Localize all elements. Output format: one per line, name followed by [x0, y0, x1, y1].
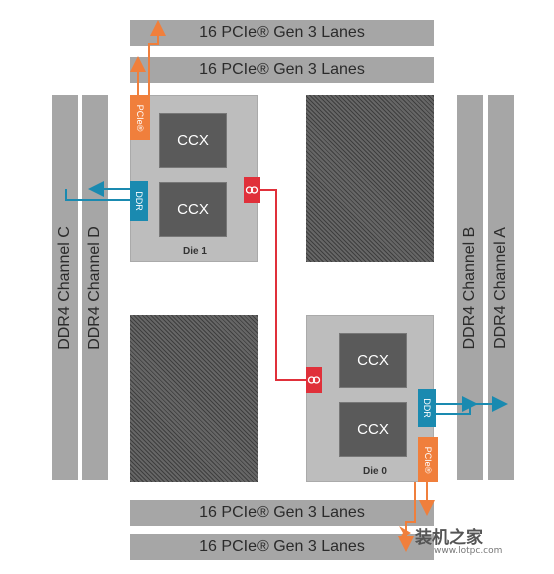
die-1-ddr-line-2	[65, 189, 130, 201]
die-1-label: Die 1	[183, 246, 207, 257]
die-1-ddr-tag: DDR	[130, 181, 148, 221]
disabled-die-bottom-left	[130, 315, 258, 482]
pcie-lanes-bottom-1: 16 PCIe® Gen 3 Lanes	[130, 500, 434, 526]
die-0-ccx-top-label: CCX	[357, 352, 389, 369]
pcie-lanes-top-2-label: 16 PCIe® Gen 3 Lanes	[199, 61, 365, 78]
die-1-pcie-tag-label: PCIe®	[135, 104, 145, 131]
die-0-ddr-line-2	[436, 396, 508, 415]
pcie-lanes-top-2: 16 PCIe® Gen 3 Lanes	[130, 57, 434, 83]
die-1-ccx-bottom: CCX	[159, 182, 227, 237]
ddr4-channel-b: DDR4 Channel B	[457, 95, 483, 480]
pcie-lanes-bottom-2-label: 16 PCIe® Gen 3 Lanes	[199, 538, 365, 555]
die-1-ccx-top: CCX	[159, 113, 227, 168]
die-1-ccx-top-label: CCX	[177, 132, 209, 149]
die-0-infinity-fabric-tag	[306, 367, 322, 393]
watermark-url: www.lotpc.com	[434, 546, 503, 556]
die-0-ddr-tag-label: DDR	[422, 398, 432, 418]
ddr4-channel-d: DDR4 Channel D	[82, 95, 108, 480]
watermark-logo-text: 装机之家	[415, 528, 483, 548]
die-1: CCX CCX Die 1	[130, 95, 258, 262]
disabled-die-top-right	[306, 95, 434, 262]
pcie-lanes-bottom-1-label: 16 PCIe® Gen 3 Lanes	[199, 504, 365, 521]
die-0-pcie-tag-label: PCIe®	[423, 446, 433, 473]
die-1-ccx-bottom-label: CCX	[177, 201, 209, 218]
die-0-label: Die 0	[363, 466, 387, 477]
die-0-infinity-icon	[307, 376, 321, 384]
die-1-pcie-tag: PCIe®	[130, 95, 150, 140]
die-0-ddr-tag: DDR	[418, 389, 436, 427]
die-0-ccx-top: CCX	[339, 333, 407, 388]
watermark-logo-icon	[397, 524, 413, 547]
pcie-lanes-bottom-2: 16 PCIe® Gen 3 Lanes	[130, 534, 434, 560]
ddr4-channel-c: DDR4 Channel C	[52, 95, 78, 480]
pcie-lanes-top-1: 16 PCIe® Gen 3 Lanes	[130, 20, 434, 46]
die-1-infinity-icon	[245, 186, 259, 194]
die-1-ddr-tag-label: DDR	[134, 191, 144, 211]
die-1-pcie-line-2	[148, 20, 166, 98]
die-0: CCX CCX Die 0	[306, 315, 434, 482]
die-0-pcie-tag: PCIe®	[418, 437, 438, 482]
ddr4-channel-a: DDR4 Channel A	[488, 95, 514, 480]
die-1-infinity-fabric-tag	[244, 177, 260, 203]
die-0-ccx-bottom: CCX	[339, 402, 407, 457]
infinity-fabric-line	[257, 189, 306, 381]
die-0-ccx-bottom-label: CCX	[357, 421, 389, 438]
pcie-lanes-top-1-label: 16 PCIe® Gen 3 Lanes	[199, 24, 365, 41]
